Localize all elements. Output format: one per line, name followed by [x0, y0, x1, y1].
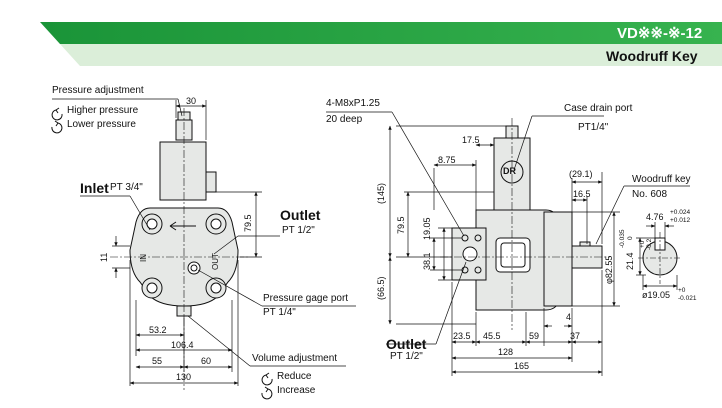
key-height-tol-b: -0.2 — [646, 238, 653, 250]
woodruff-key-part-no: No. 608 — [632, 189, 668, 200]
in-mark: IN — [139, 254, 148, 262]
case-drain-size: PT1/4" — [578, 122, 609, 133]
woodruff-key-detail — [636, 222, 682, 290]
dim-82-55-tol-a: -0.035 — [619, 229, 626, 248]
dim-45-5: 45.5 — [483, 331, 501, 341]
dim-8-75: 8.75 — [438, 155, 456, 165]
shaft-diameter-tol-a: +0 — [678, 287, 686, 294]
dim-23-5: 23.5 — [453, 331, 471, 341]
dim-165: 165 — [514, 361, 530, 371]
dim-inlet-height: 11 — [99, 252, 109, 262]
dim-16-5: 16.5 — [573, 189, 591, 199]
header-band — [40, 22, 722, 66]
side-view-dimensions — [326, 111, 690, 376]
dim-82-55: φ82.55 — [604, 255, 614, 284]
dim-82-55-tol-b: 0 — [627, 236, 634, 240]
dim-60: 60 — [201, 356, 212, 366]
dr-mark: DR — [503, 166, 516, 176]
page-subtitle: Woodruff Key — [606, 48, 698, 64]
tap-callout: 4-M8xP1.25 — [326, 98, 380, 109]
counterclockwise-arrow-icon — [51, 120, 63, 134]
inlet-label: Inlet — [80, 180, 109, 196]
increase-label: Increase — [277, 385, 316, 396]
dim-79-5-side: 79.5 — [396, 216, 406, 234]
dim-outlet-height: 79.5 — [243, 214, 253, 232]
dim-66-5: (66.5) — [376, 276, 386, 300]
dim-145: (145) — [376, 182, 386, 204]
dim-106-4: 106.4 — [171, 340, 194, 350]
dim-130: 130 — [176, 372, 192, 382]
dim-17-5: 17.5 — [462, 135, 480, 145]
outlet-label-front: Outlet — [280, 207, 321, 223]
higher-pressure-label: Higher pressure — [67, 105, 139, 116]
gage-port-size: PT 1/4" — [263, 307, 296, 318]
lower-pressure-label: Lower pressure — [67, 119, 136, 130]
woodruff-key-title: Woodruff key — [632, 174, 691, 185]
shaft-diameter-tol-b: -0.021 — [678, 295, 697, 302]
outlet-label-side: Outlet — [386, 336, 427, 352]
outlet-size-side: PT 1/2" — [390, 351, 423, 362]
outlet-size-front: PT 1/2" — [282, 225, 315, 236]
tap-depth: 20 deep — [326, 114, 363, 125]
key-height: 21.4 — [625, 252, 635, 270]
dim-128: 128 — [498, 347, 514, 357]
dim-55: 55 — [152, 356, 163, 366]
dim-37: 37 — [570, 331, 581, 341]
dim-4: 4 — [566, 312, 572, 322]
side-view — [440, 118, 610, 330]
counterclockwise-arrow-icon — [261, 386, 273, 400]
front-view — [110, 108, 250, 390]
clockwise-arrow-icon — [261, 372, 273, 386]
volume-adjustment-title: Volume adjustment — [252, 353, 338, 364]
case-drain-label: Case drain port — [564, 103, 633, 114]
dim-29-1: (29.1) — [569, 169, 593, 179]
key-width-tol-b: +0.012 — [670, 217, 691, 224]
dim-38-1: 38.1 — [422, 252, 432, 270]
shaft-diameter: ø19.05 — [642, 290, 671, 300]
pressure-adjustment-title: Pressure adjustment — [52, 85, 144, 96]
dim-top-width: 30 — [186, 96, 197, 106]
inlet-size: PT 3/4" — [110, 182, 143, 193]
out-mark: OUT — [211, 253, 220, 270]
model-code: VD※※-※-12 — [617, 25, 703, 42]
gage-port-label: Pressure gage port — [263, 293, 349, 304]
dim-59: 59 — [529, 331, 540, 341]
dim-19-05: 19.05 — [422, 217, 432, 240]
front-view-dimensions — [52, 98, 356, 386]
key-width-tol-a: +0.024 — [670, 209, 691, 216]
clockwise-arrow-icon — [51, 107, 63, 121]
reduce-label: Reduce — [277, 371, 312, 382]
dim-53-2: 53.2 — [149, 325, 167, 335]
key-width: 4.76 — [646, 212, 664, 222]
